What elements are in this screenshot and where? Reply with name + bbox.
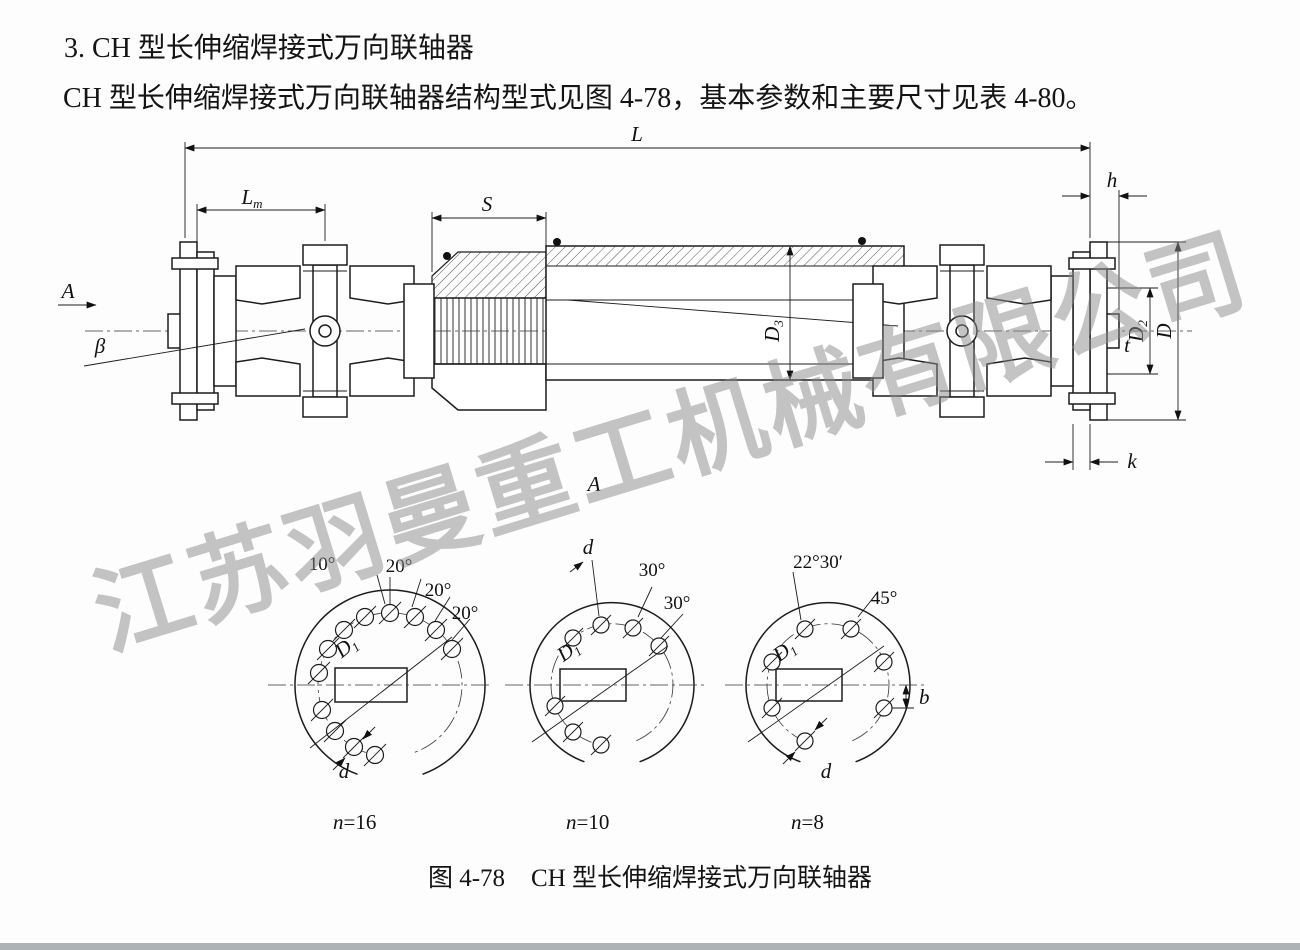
dim-k-label: k bbox=[1127, 449, 1137, 473]
sleeve-section-hatched bbox=[431, 251, 547, 299]
dim-d-label: d bbox=[339, 759, 350, 783]
page-bottom-edge bbox=[0, 943, 1300, 950]
D1-diameter-line bbox=[309, 636, 453, 749]
flange-outline-arc bbox=[745, 601, 911, 763]
dim-D2-label: D2 bbox=[1124, 320, 1150, 343]
dim-Lm-subscript: m bbox=[253, 196, 262, 211]
view-A-left-label: A bbox=[60, 279, 75, 303]
yoke-arm-lower bbox=[235, 357, 301, 397]
flange-outline-arc bbox=[529, 601, 695, 763]
shaft-yoke-hub bbox=[403, 283, 435, 379]
dim-L-label: L bbox=[630, 122, 643, 146]
angle-label: 22°30′ bbox=[793, 552, 843, 573]
weld-dot bbox=[443, 252, 451, 260]
telescoping-section bbox=[431, 237, 905, 411]
bolt-count-var: n bbox=[566, 810, 577, 834]
dim-D3-label: D3 bbox=[760, 320, 786, 343]
flange-bolt-top bbox=[171, 257, 219, 270]
dim-t-label: t bbox=[1124, 333, 1131, 357]
dim-D2-subscript: 2 bbox=[1135, 320, 1150, 327]
cross-center-inner bbox=[318, 324, 332, 338]
weld-dot bbox=[553, 238, 561, 246]
bolt-count-var: n bbox=[791, 810, 802, 834]
dim-Lm-letter: L bbox=[240, 185, 253, 209]
bolt-count-value: =16 bbox=[344, 810, 377, 834]
angle-tick-lines bbox=[591, 559, 684, 639]
bolt-pattern-view-2: d 30° 30° D1 n=10 bbox=[505, 535, 705, 834]
D1-diameter-line bbox=[747, 645, 885, 743]
dim-D2-letter: D bbox=[1124, 327, 1148, 343]
yoke-hub bbox=[213, 275, 237, 387]
articulation-angle-line bbox=[83, 328, 306, 367]
intro-paragraph: CH 型长伸缩焊接式万向联轴器结构型式见图 4-78，基本参数和主要尺寸见表 4… bbox=[63, 83, 1094, 114]
dim-d-label: d bbox=[821, 759, 832, 783]
dim-d-label: d bbox=[583, 535, 594, 559]
angle-tick-lines bbox=[376, 574, 471, 641]
yoke-arm-upper bbox=[235, 265, 301, 305]
bolt-hole-slashes bbox=[307, 601, 464, 767]
tube-wall-section bbox=[545, 245, 905, 267]
D1-diameter-line bbox=[531, 645, 669, 743]
bearing-cap-bottom bbox=[302, 396, 348, 418]
bolt-pattern-view-3: 22°30′ 45° D1 b d n=8 bbox=[725, 552, 930, 834]
figure-caption: 图 4-78 CH 型长伸缩焊接式万向联轴器 bbox=[0, 858, 1300, 894]
bolt-count-value: =8 bbox=[802, 810, 824, 834]
angle-label: 30° bbox=[639, 560, 666, 581]
dim-Lm-label: Lm bbox=[240, 185, 262, 211]
bolt-count-value: =10 bbox=[577, 810, 610, 834]
bolt-pattern-view-1: 10° 20° 20° 20° D1 d n=16 bbox=[268, 554, 492, 834]
bolt-count-var: n bbox=[333, 810, 344, 834]
main-dimensions: L Lm S h A β D3 t D2 D k A bbox=[58, 122, 1186, 496]
dim-D-label: D bbox=[1152, 323, 1176, 339]
bolt-hole-slashes bbox=[544, 614, 670, 756]
angle-beta-label: β bbox=[94, 334, 106, 358]
inner-shaft-taper-line bbox=[567, 299, 899, 327]
angle-label: 20° bbox=[425, 580, 452, 601]
left-end-assembly bbox=[167, 241, 435, 421]
bolt-hole-slashes bbox=[761, 618, 895, 752]
yoke-flange-plate bbox=[196, 251, 215, 411]
dim-D3-letter: D bbox=[760, 327, 784, 343]
angle-label: 45° bbox=[871, 588, 898, 609]
outer-tube bbox=[545, 245, 905, 381]
bolt-count-label: n=16 bbox=[333, 810, 376, 834]
caption-figure-number: 图 4-78 bbox=[427, 865, 506, 892]
bolt-count-label: n=10 bbox=[566, 810, 609, 834]
bolt-count-label: n=8 bbox=[791, 810, 824, 834]
bearing-cap-top bbox=[302, 244, 348, 266]
dim-D3-subscript: 3 bbox=[771, 320, 786, 328]
dim-h-label: h bbox=[1107, 168, 1118, 192]
angle-label: 20° bbox=[386, 556, 413, 577]
flange-bolt-bottom bbox=[171, 392, 219, 405]
weld-dot bbox=[858, 237, 866, 245]
section-label-A: A bbox=[586, 472, 601, 496]
angle-label: 30° bbox=[664, 593, 691, 614]
caption-title: CH 型长伸缩焊接式万向联轴器 bbox=[531, 865, 873, 892]
section-heading: 3. CH 型长伸缩焊接式万向联轴器 bbox=[64, 33, 474, 64]
angle-tick-lines bbox=[792, 571, 878, 621]
dim-b-label: b bbox=[919, 685, 930, 709]
dim-S-label: S bbox=[482, 192, 493, 216]
angle-label: 10° bbox=[309, 554, 336, 575]
angle-label: 20° bbox=[452, 603, 479, 624]
